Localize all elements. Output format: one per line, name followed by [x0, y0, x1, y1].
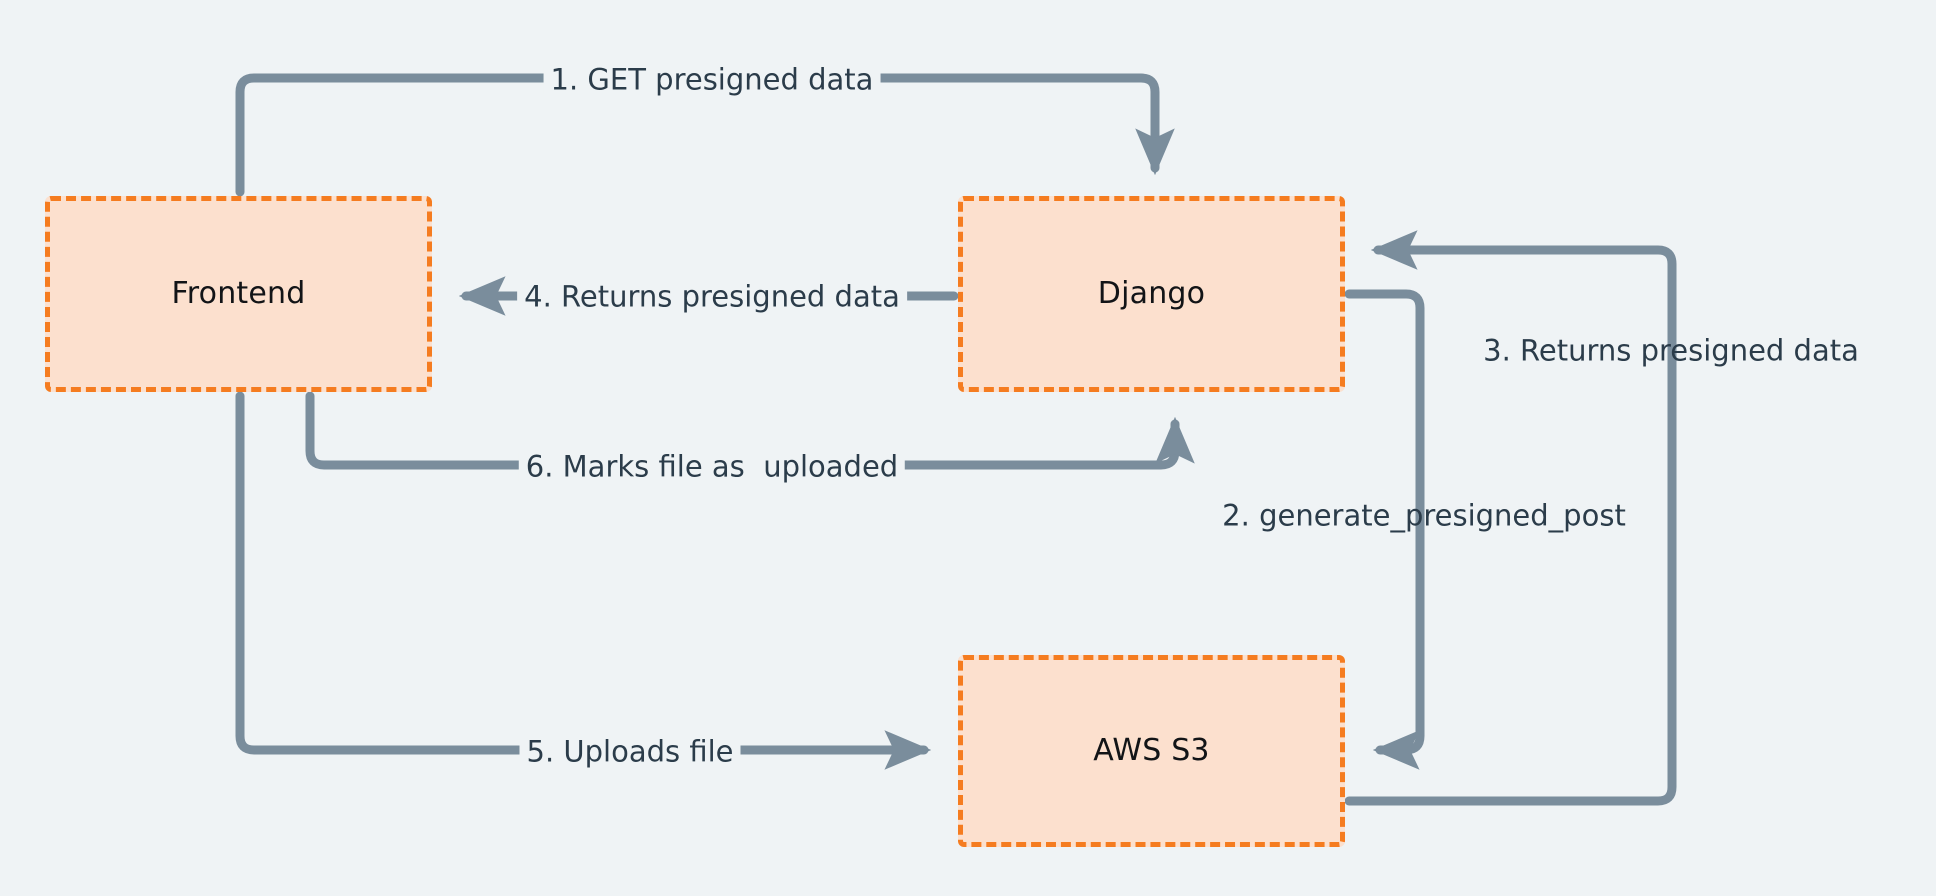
node-django[interactable]: Django — [958, 196, 1345, 392]
edge-label-6: 6. Marks file as uploaded — [518, 452, 906, 482]
edge-label-1: 1. GET presigned data — [543, 65, 881, 95]
node-aws-s3-label: AWS S3 — [1093, 733, 1210, 768]
edge-label-3: 3. Returns presigned data — [1483, 333, 1859, 368]
node-django-label: Django — [1097, 276, 1206, 311]
edge-label-2: 2. generate_presigned_post — [1222, 498, 1626, 533]
node-frontend[interactable]: Frontend — [45, 196, 432, 392]
edge-label-4: 4. Returns presigned data — [517, 282, 907, 312]
edge-label-5: 5. Uploads file — [519, 737, 741, 767]
node-frontend-label: Frontend — [171, 276, 306, 311]
node-aws-s3[interactable]: AWS S3 — [958, 655, 1345, 847]
